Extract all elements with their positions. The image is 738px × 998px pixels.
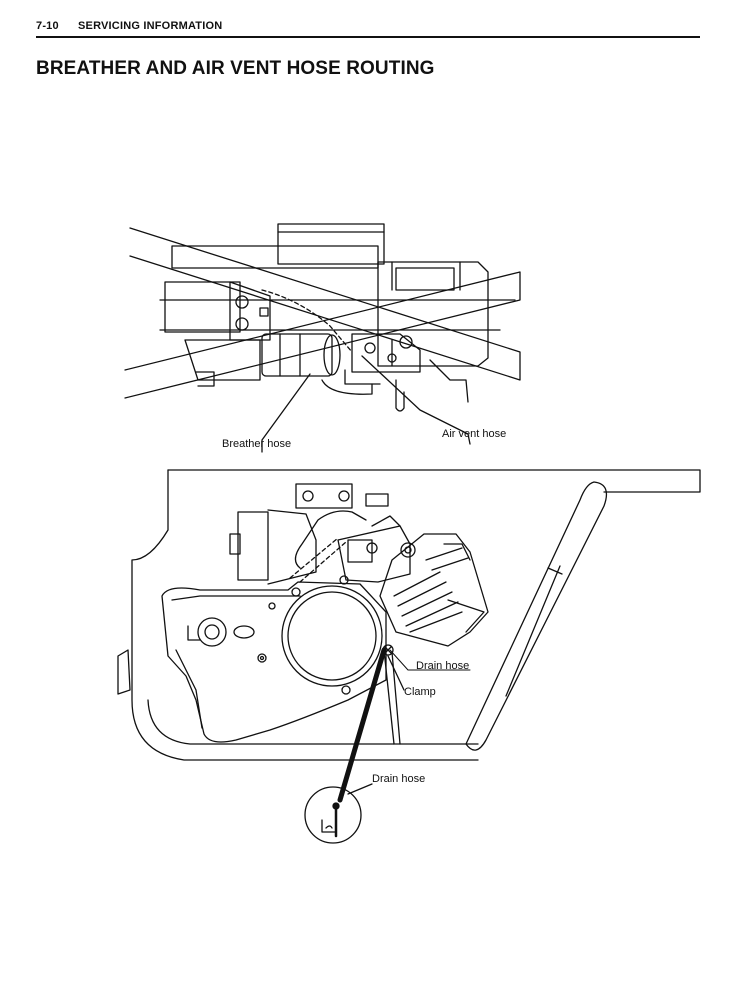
- drain-hose-detail: [304, 786, 362, 844]
- breather-hose-leader: [261, 373, 311, 453]
- frame-tube-2: [124, 271, 521, 399]
- breather-hose-label: Breather hose: [222, 438, 292, 450]
- frame-down-tube: [465, 481, 608, 751]
- air-box-top: [277, 223, 385, 265]
- gusset-plate: [229, 281, 271, 341]
- air-vent-hose-label: Air vent hose: [442, 428, 507, 440]
- bolt-hole-1: [235, 295, 249, 309]
- clamp-label: Clamp: [404, 686, 436, 698]
- drain-hose-detail-leader: [347, 783, 373, 795]
- air-vent-hose-leader: [361, 355, 471, 445]
- engine-crankcase: [161, 581, 387, 743]
- breather-hose-dashed-top: [261, 289, 353, 353]
- flywheel-cover: [281, 585, 383, 687]
- air-filter-top: [377, 261, 489, 367]
- engine-outline-top: [171, 245, 379, 269]
- page-header: 7-10 SERVICING INFORMATION: [36, 18, 700, 38]
- frame-outline: [167, 469, 701, 493]
- drain-hose-detail-label: Drain hose: [372, 773, 426, 785]
- cylinder-head: [237, 511, 269, 581]
- breather-hose-side: [294, 510, 367, 569]
- top-view-illustration: [124, 223, 521, 412]
- frame-tube-1: [129, 227, 521, 381]
- section-title: SERVICING INFORMATION: [78, 20, 223, 32]
- frame-rail: [159, 299, 516, 331]
- drain-hose: [337, 647, 387, 803]
- drain-hose-label: Drain hose: [416, 660, 470, 672]
- air-filter: [379, 533, 489, 647]
- engine-top-block: [295, 483, 353, 509]
- bolt-hole-2: [235, 317, 249, 331]
- page-title: BREATHER AND AIR VENT HOSE ROUTING: [36, 58, 435, 79]
- drive-sprocket: [197, 617, 227, 647]
- drain-hose-leader: [389, 649, 471, 671]
- carburetor-top: [261, 333, 333, 377]
- page-number: 7-10: [36, 20, 59, 32]
- clamp: [382, 644, 394, 656]
- clamp-leader: [387, 655, 405, 691]
- side-view-illustration: [117, 469, 701, 803]
